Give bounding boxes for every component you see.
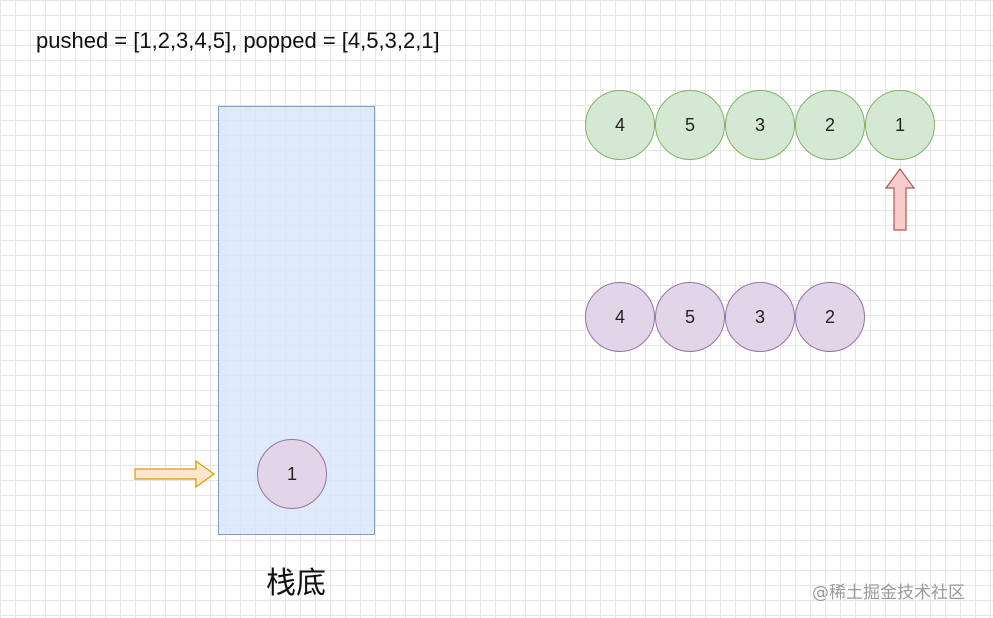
output-item-1: 4 — [585, 282, 655, 352]
pointer-up-arrow-icon — [884, 168, 916, 231]
output-item-2: 5 — [655, 282, 725, 352]
stack-bottom-label: 栈底 — [266, 566, 326, 601]
popped-item-2: 5 — [655, 90, 725, 160]
popped-item-4: 2 — [795, 90, 865, 160]
stack-item-1: 1 — [257, 439, 327, 509]
watermark: @稀土掘金技术社区 — [812, 583, 965, 603]
sequence-title: pushed = [1,2,3,4,5], popped = [4,5,3,2,… — [36, 28, 440, 53]
output-item-3: 3 — [725, 282, 795, 352]
push-arrow-icon — [134, 459, 216, 489]
popped-item-5: 1 — [865, 90, 935, 160]
popped-item-3: 3 — [725, 90, 795, 160]
output-item-4: 2 — [795, 282, 865, 352]
popped-item-1: 4 — [585, 90, 655, 160]
